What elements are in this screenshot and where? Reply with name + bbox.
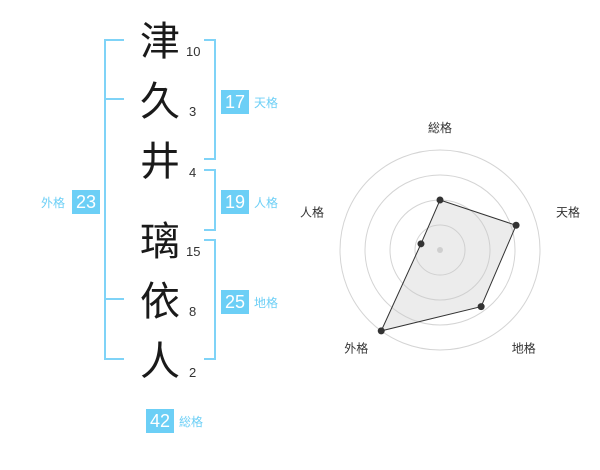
stroke-count-3: 4 [189, 165, 197, 180]
gaikaku-bracket-tick [104, 298, 124, 300]
radar-center-dot [437, 247, 443, 253]
gaikaku-bracket-tick [104, 98, 124, 100]
chikaku-bracket [204, 239, 216, 360]
name-char-2: 久 [140, 79, 180, 125]
soukaku-score-badge: 42 [146, 409, 174, 433]
radar-point-4 [377, 327, 385, 335]
radar-ring [364, 174, 516, 326]
stroke-count-1: 10 [186, 44, 201, 59]
chikaku-label: 地格 [254, 296, 279, 310]
radar-axis-label: 天格 [556, 204, 580, 219]
gaikaku-bracket [104, 39, 124, 360]
radar-polygon [380, 199, 517, 332]
name-char-4: 璃 [140, 219, 180, 265]
radar-point-1 [436, 196, 444, 204]
radar-point-2 [512, 221, 520, 229]
stroke-count-2: 3 [189, 104, 197, 119]
gaikaku-score-badge: 23 [72, 190, 100, 214]
radar-axis-label: 総格 [428, 120, 452, 135]
jinkaku-score-badge: 19 [221, 190, 249, 214]
tenkaku-bracket [204, 39, 216, 160]
name-char-6: 人 [140, 339, 180, 385]
name-char-1: 津 [140, 19, 180, 65]
stroke-count-6: 2 [189, 365, 197, 380]
stroke-count-5: 8 [189, 304, 197, 319]
jinkaku-label: 人格 [254, 196, 279, 210]
radar-axis-label: 人格 [300, 204, 324, 219]
tenkaku-score-badge: 17 [221, 90, 249, 114]
radar-point-3 [477, 303, 485, 311]
gaikaku-label: 外格 [41, 196, 66, 210]
chikaku-score-badge: 25 [221, 290, 249, 314]
soukaku-label: 総格 [179, 415, 204, 429]
name-char-3: 井 [140, 139, 180, 185]
name-char-5: 依 [140, 279, 180, 325]
radar-axis-label: 外格 [344, 341, 368, 356]
tenkaku-label: 天格 [254, 96, 279, 110]
radar-point-5 [417, 240, 425, 248]
radar-ring [414, 224, 466, 276]
stroke-count-4: 15 [186, 244, 201, 259]
radar-ring [339, 149, 541, 351]
jinkaku-bracket [204, 169, 216, 231]
radar-axis-label: 地格 [512, 341, 536, 356]
